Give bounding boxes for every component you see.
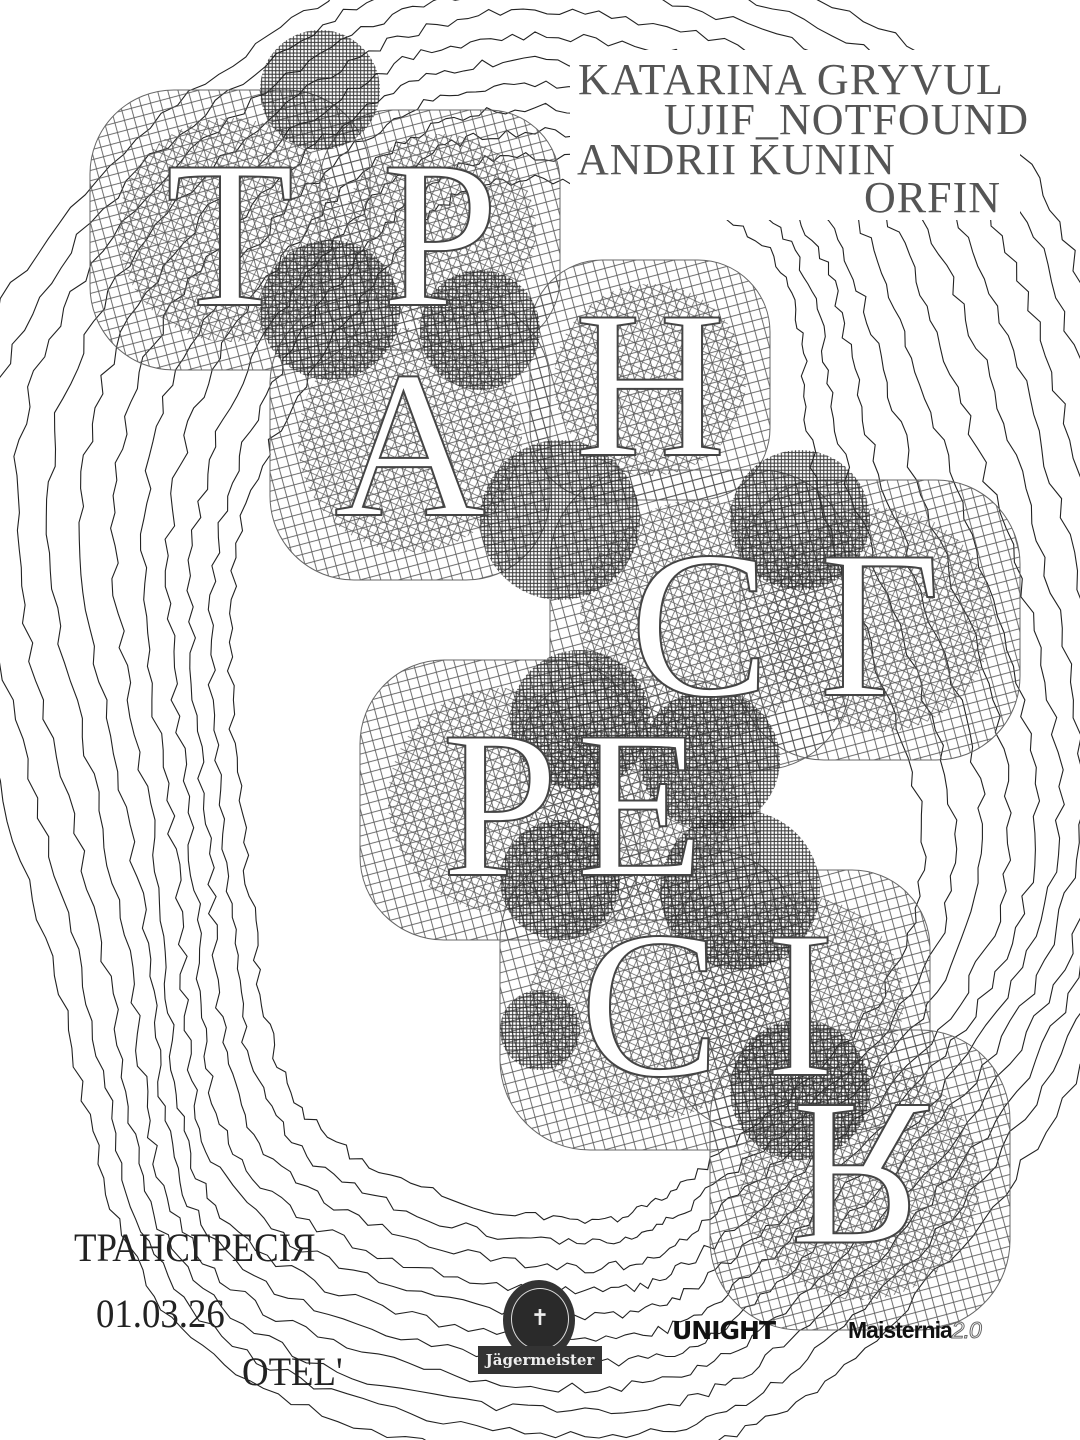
artist-name: ANDRII KUNIN	[577, 135, 896, 184]
title-letter: А	[334, 329, 486, 561]
dark-hatch-blob	[500, 820, 620, 940]
title-letter: Т	[166, 119, 294, 351]
event-date: 01.03.26	[96, 1291, 225, 1336]
dark-hatch-blob	[480, 440, 640, 600]
artist-name: ORFIN	[864, 173, 1002, 222]
title-letter: Е	[576, 689, 704, 921]
dark-hatch-blob	[640, 690, 780, 830]
title-letter: Р	[442, 689, 559, 921]
unight-logo: UNIGHT	[672, 1316, 776, 1345]
dark-hatch-blob	[260, 240, 400, 380]
title-letter: С	[580, 889, 720, 1121]
title-letter: С	[630, 509, 770, 741]
title-letter: І	[765, 889, 835, 1121]
dark-hatch-blob	[420, 270, 540, 390]
event-title: ТРАНСГРЕСІЯ	[74, 1225, 316, 1270]
artist-name: UJIF_NOTFOUND	[664, 95, 1030, 144]
title-letter: Я	[790, 1059, 930, 1291]
dark-hatch-blob	[730, 450, 870, 590]
hatch-patterns	[89, 30, 1021, 1331]
stag-icon: ✝	[511, 1288, 569, 1350]
dark-hatch-blob	[500, 990, 580, 1070]
hatch-circle	[554, 284, 746, 476]
contour-line	[226, 174, 927, 1225]
dark-hatch-blob	[660, 810, 820, 970]
artist-name: KATARINA GRYVUL	[578, 55, 1004, 104]
title-letter: Р	[382, 119, 499, 351]
dark-hatch-blob	[510, 650, 650, 790]
title-letter: Н	[574, 269, 726, 501]
maisternia-logo: Maisternia2.0	[848, 1317, 982, 1344]
jagermeister-logo: ✝ Jägermeister	[478, 1280, 602, 1376]
event-venue: OTEL'	[242, 1349, 343, 1394]
dark-hatch-blob	[730, 1020, 870, 1160]
title-letter: Г	[819, 509, 940, 741]
dark-hatch-blob	[260, 30, 380, 150]
